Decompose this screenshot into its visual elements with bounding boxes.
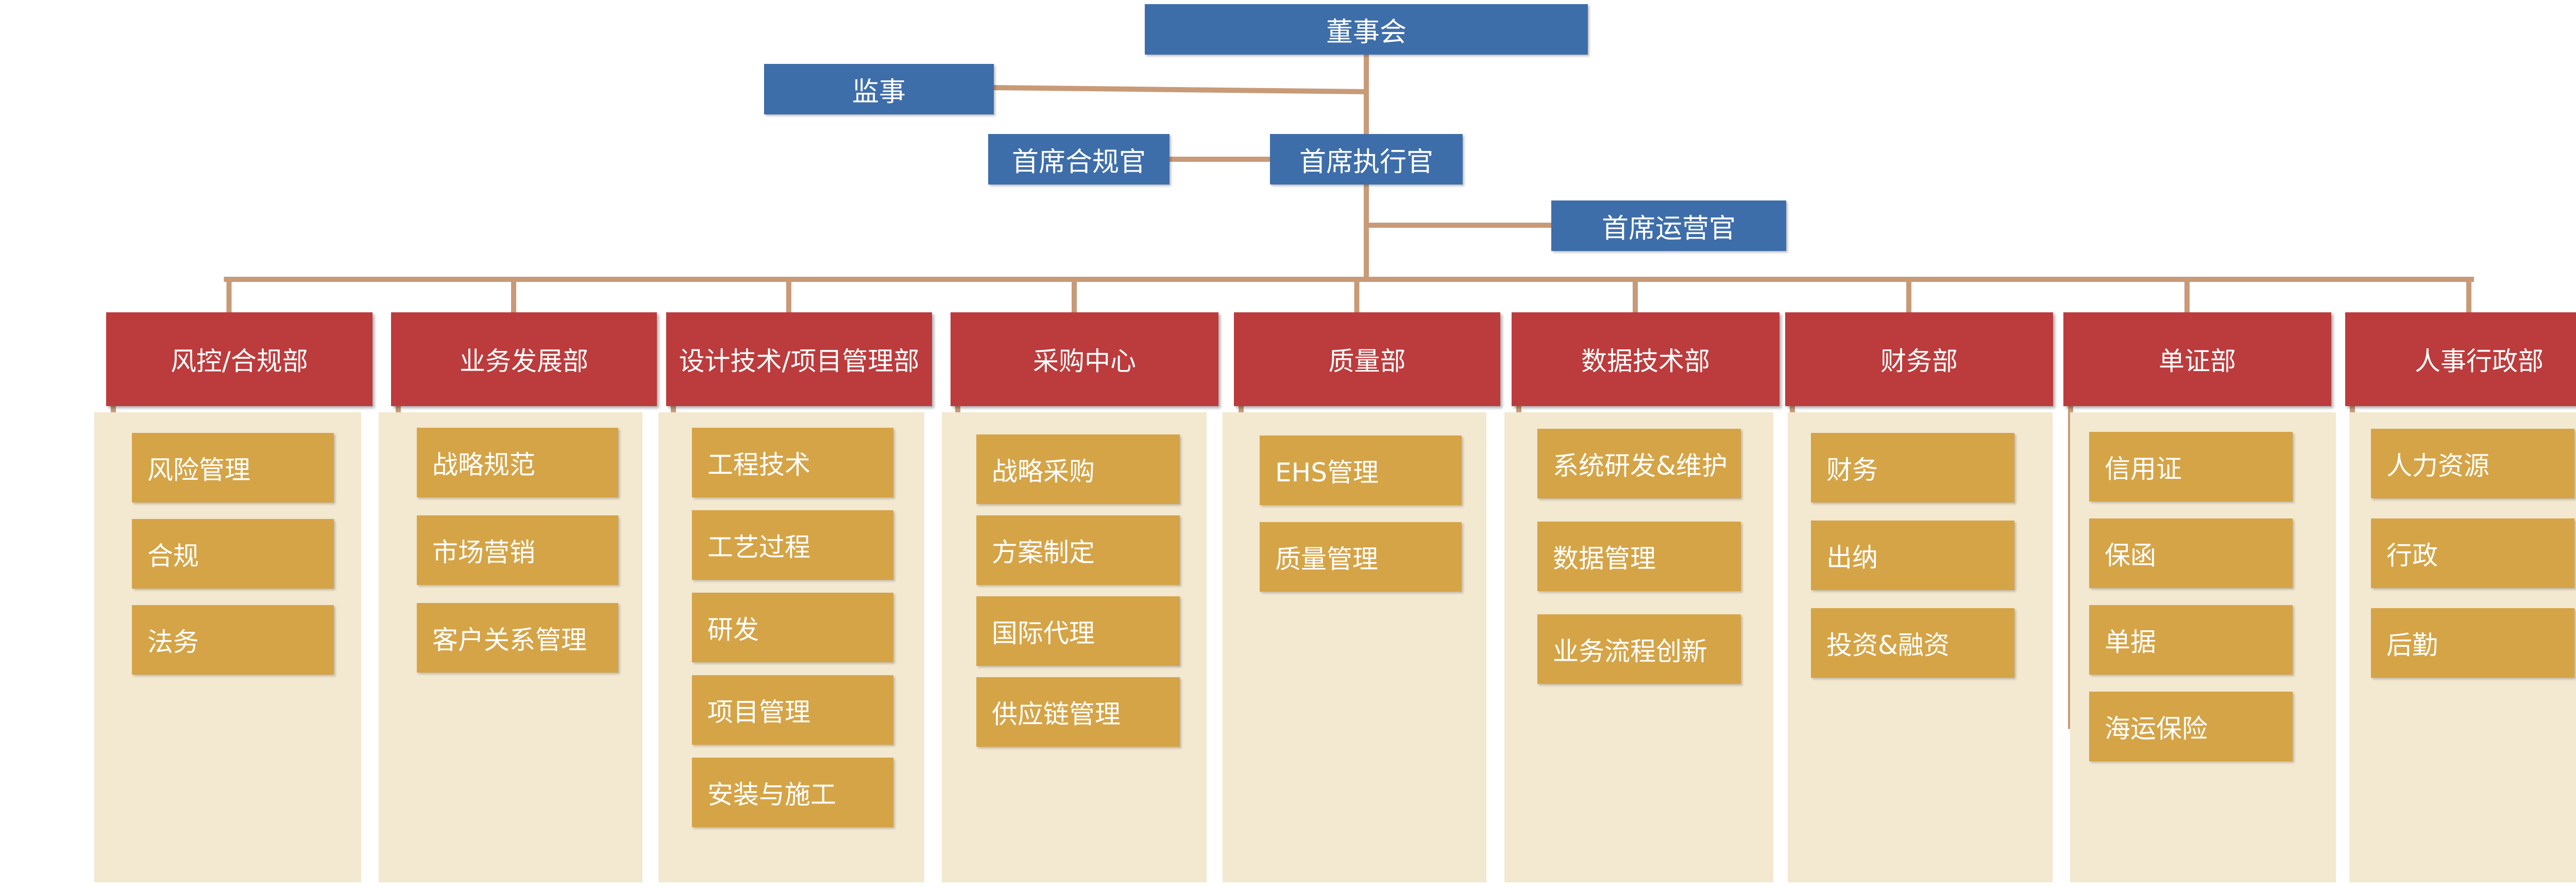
sub-unit-label: 客户关系管理 [432,625,587,655]
dept-header: 人事行政部 [2345,312,2576,406]
ceo-label: 首席执行官 [1299,146,1433,178]
supervisor-box: 监事 [764,64,994,114]
sub-unit-box: 数据管理 [1537,522,1741,591]
sub-unit-label: 保函 [2105,540,2156,571]
coo-box: 首席运营官 [1551,200,1786,251]
sub-unit-label: 人力资源 [2386,450,2489,481]
sub-unit-box: EHS管理 [1260,435,1462,505]
sub-unit-box: 市场营销 [417,515,618,585]
dept-name: 设计技术/项目管理部 [679,346,920,376]
sub-unit-box: 质量管理 [1260,522,1462,592]
sub-unit-label: 法务 [147,627,199,657]
sub-unit-label: 海运保险 [2105,713,2208,744]
dept-header: 财务部 [1785,312,2053,406]
sub-unit-label: 出纳 [1826,542,1878,573]
sub-unit-box: 单据 [2089,605,2293,675]
sub-unit-label: 方案制定 [992,537,1095,567]
sub-unit-box: 法务 [132,605,334,675]
sub-unit-label: 市场营销 [432,537,535,567]
sub-unit-box: 国际代理 [976,596,1180,666]
sub-unit-label: 工程技术 [707,449,810,480]
sub-unit-box: 出纳 [1811,521,2014,590]
sub-unit-box: 系统研发&维护 [1537,429,1741,498]
sub-unit-label: 信用证 [2105,454,2182,484]
dept-name: 数据技术部 [1581,346,1710,376]
sub-unit-box: 合规 [132,519,334,589]
dept-name: 人事行政部 [2415,346,2544,376]
cco-box: 首席合规官 [988,134,1170,185]
sub-unit-label: 国际代理 [992,618,1095,648]
sub-unit-label: 供应链管理 [992,699,1121,729]
supervisor-label: 监事 [852,76,906,108]
dept-header: 业务发展部 [391,312,657,406]
sub-unit-label: 合规 [147,541,199,571]
sub-unit-label: 后勤 [2386,630,2438,660]
sub-unit-label: 项目管理 [707,697,810,727]
sub-unit-label: 数据管理 [1553,543,1656,574]
sub-unit-label: 业务流程创新 [1553,636,1707,666]
sub-unit-box: 方案制定 [976,515,1180,585]
sub-unit-box: 工艺过程 [692,510,893,580]
sub-unit-label: EHS管理 [1275,457,1379,488]
sub-unit-label: 风险管理 [147,455,250,485]
sub-unit-label: 工艺过程 [707,532,810,562]
sub-unit-box: 人力资源 [2371,429,2574,498]
sub-unit-box: 业务流程创新 [1537,614,1741,684]
sub-unit-box: 财务 [1811,433,2014,502]
board-box: 董事会 [1145,4,1588,55]
dept-name: 单证部 [2159,346,2236,376]
sub-unit-box: 战略采购 [976,434,1180,504]
cco-label: 首席合规官 [1011,146,1146,178]
dept-header: 风控/合规部 [106,312,372,406]
dept-header: 质量部 [1234,312,1500,406]
coo-label: 首席运营官 [1601,213,1736,244]
dept-name: 业务发展部 [460,346,588,376]
dept-header: 采购中心 [951,312,1218,406]
sub-unit-label: 战略规范 [432,449,535,480]
sub-unit-box: 客户关系管理 [417,603,618,673]
sub-unit-box: 工程技术 [692,428,893,497]
dept-header: 数据技术部 [1512,312,1780,406]
dept-header: 单证部 [2063,312,2331,406]
sub-unit-box: 供应链管理 [976,677,1180,747]
dept-name: 财务部 [1880,346,1958,376]
sub-unit-box: 研发 [692,593,893,662]
sub-unit-label: 单据 [2105,627,2156,657]
sub-unit-box: 投资&融资 [1811,608,2014,678]
sub-unit-box: 信用证 [2089,432,2293,501]
sub-unit-box: 安装与施工 [692,758,893,827]
ceo-box: 首席执行官 [1270,134,1463,185]
sub-unit-box: 战略规范 [417,428,618,497]
sub-unit-box: 后勤 [2371,608,2574,678]
sub-unit-label: 质量管理 [1275,544,1378,574]
dept-name: 风控/合规部 [171,346,308,376]
dept-header: 设计技术/项目管理部 [666,312,932,406]
sub-unit-label: 安装与施工 [707,779,836,810]
sub-unit-label: 战略采购 [992,456,1095,487]
sub-unit-label: 行政 [2386,540,2438,571]
board-label: 董事会 [1326,16,1406,48]
sub-unit-box: 风险管理 [132,433,334,502]
sub-unit-box: 保函 [2089,518,2293,588]
sub-unit-label: 财务 [1826,455,1878,485]
sub-unit-label: 研发 [707,614,759,645]
sub-unit-box: 项目管理 [692,675,893,745]
sub-unit-label: 系统研发&维护 [1553,450,1727,481]
sub-unit-box: 行政 [2371,518,2574,588]
dept-name: 质量部 [1328,346,1406,376]
sub-unit-label: 投资&融资 [1826,630,1950,660]
sub-unit-box: 海运保险 [2089,692,2293,761]
dept-name: 采购中心 [1033,346,1136,376]
